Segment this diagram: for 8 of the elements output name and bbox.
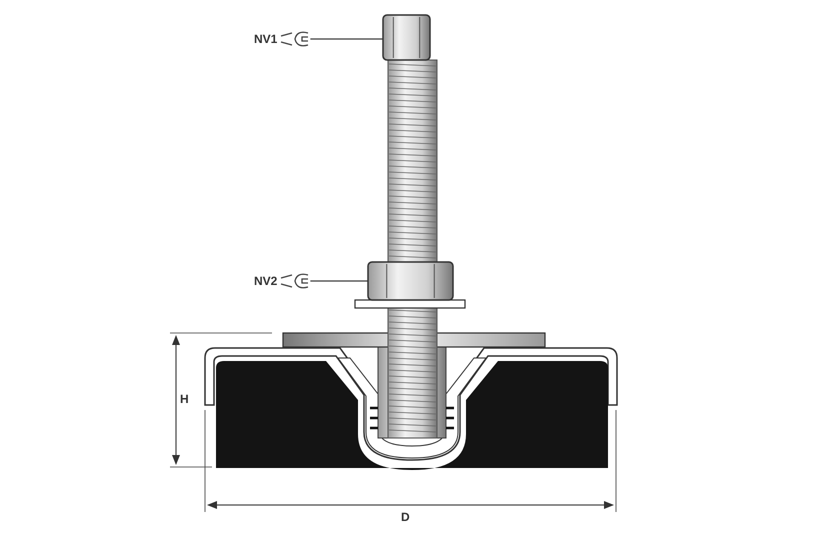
- leader-line: [310, 38, 383, 40]
- dimension-label: D: [401, 510, 410, 524]
- hex-nut: [367, 261, 454, 301]
- leader-line: [310, 280, 368, 282]
- part-label: NV2: [254, 274, 278, 288]
- part-label: NV1: [254, 32, 278, 46]
- hex-bolt-head: [382, 14, 431, 61]
- dimension-label: H: [180, 392, 189, 406]
